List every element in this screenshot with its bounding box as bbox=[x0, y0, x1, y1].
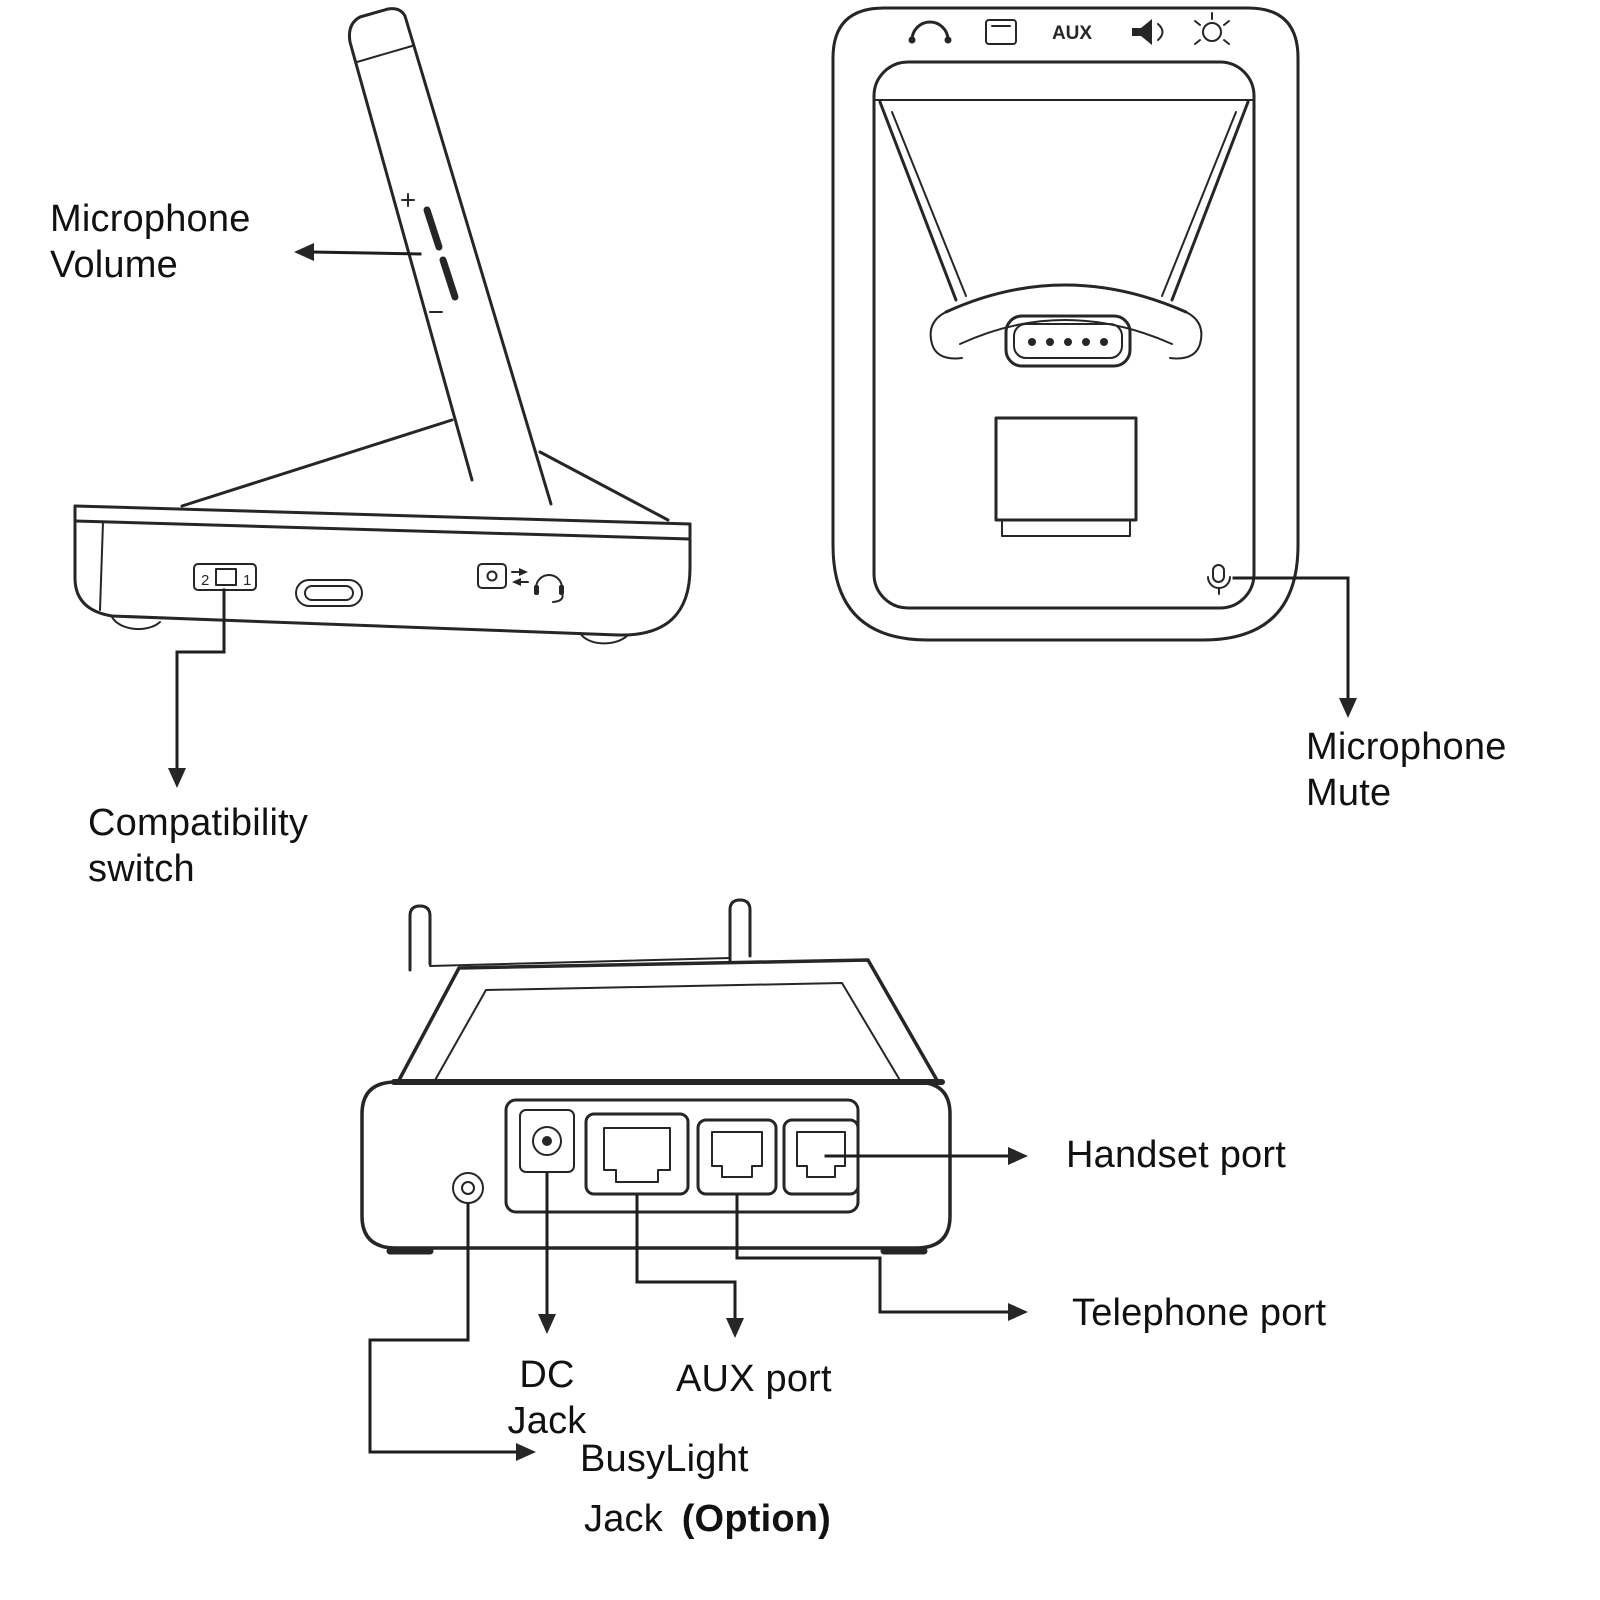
charging-contact-strip bbox=[1004, 314, 1132, 368]
arrowhead-right bbox=[1008, 1303, 1028, 1321]
arrowhead-right bbox=[1008, 1147, 1028, 1165]
label-dc-jack: DC Jack bbox=[492, 1352, 602, 1444]
microphone-volume-leader bbox=[294, 243, 422, 261]
rear-base-outline bbox=[360, 1080, 952, 1250]
cradle-arm-right bbox=[728, 898, 752, 964]
label-line: Microphone bbox=[50, 198, 251, 240]
handset-port-leader bbox=[824, 1147, 1028, 1165]
volume-down-key bbox=[439, 256, 459, 301]
cradle-arm-left bbox=[408, 904, 432, 972]
busylight-leader bbox=[368, 1202, 536, 1461]
arrowhead-down bbox=[168, 768, 186, 788]
label-line: Jack bbox=[507, 1400, 587, 1442]
compatibility-switch-leader bbox=[168, 588, 226, 788]
busylight-jack bbox=[452, 1172, 484, 1204]
cradle-hook-left bbox=[929, 311, 963, 360]
horn-right bbox=[1170, 100, 1250, 302]
swap-arrows-icon bbox=[511, 568, 529, 586]
microphone-mute-leader bbox=[1232, 576, 1357, 718]
label-line: Microphone bbox=[1306, 726, 1507, 768]
ringer-icon bbox=[1194, 12, 1230, 45]
compatibility-switch: 2 1 bbox=[193, 563, 257, 591]
horn-left bbox=[878, 100, 958, 302]
rear-view bbox=[360, 898, 1028, 1461]
label-line: switch bbox=[88, 848, 195, 890]
front-inner-shell bbox=[872, 60, 1256, 610]
cradle-hook-right bbox=[1169, 311, 1203, 360]
dc-jack bbox=[519, 1109, 575, 1173]
label-line: Compatibility bbox=[88, 802, 309, 844]
label-line: Mute bbox=[1306, 772, 1392, 814]
label-telephone-port: Telephone port bbox=[1072, 1292, 1327, 1334]
cradle-back-outer bbox=[396, 958, 940, 1084]
base-left-cap bbox=[99, 521, 104, 611]
base-foot-right bbox=[579, 632, 629, 645]
label-handset-port: Handset port bbox=[1066, 1134, 1286, 1176]
aux-port bbox=[584, 1112, 690, 1196]
switch-mark-1: 1 bbox=[243, 572, 251, 589]
desk-phone-icon bbox=[477, 563, 507, 589]
label-busylight-option: Jack (Option) bbox=[584, 1498, 832, 1540]
speaker-icon bbox=[1132, 19, 1164, 45]
label-compatibility-switch: Compatibility switch bbox=[88, 800, 308, 892]
side-view: 2 1 bbox=[73, 7, 692, 788]
phone-base-icon bbox=[985, 19, 1017, 45]
base-top-edge bbox=[73, 504, 692, 526]
horn-right-inner bbox=[1161, 111, 1237, 297]
base-body bbox=[73, 504, 692, 637]
dc-jack-leader bbox=[538, 1172, 556, 1334]
microphone-mute-icon bbox=[1207, 564, 1231, 595]
mic-arm-cap-seam bbox=[356, 45, 413, 63]
aux-icon: AUX bbox=[1052, 23, 1092, 44]
label-line: Volume bbox=[50, 244, 178, 286]
switch-mark-2: 2 bbox=[201, 572, 209, 589]
aux-port-leader bbox=[635, 1194, 744, 1338]
front-view: AUX bbox=[831, 6, 1357, 718]
base-front-edge bbox=[73, 519, 692, 541]
arrowhead-down bbox=[726, 1318, 744, 1338]
label-busylight: BusyLight bbox=[580, 1438, 749, 1480]
telephone-port bbox=[696, 1118, 778, 1196]
arrowhead-right bbox=[516, 1443, 536, 1461]
cradle-back-inner bbox=[433, 982, 902, 1083]
stand-hook-lip bbox=[1001, 519, 1131, 537]
label-line: DC bbox=[519, 1354, 575, 1396]
cradle-lower-arc bbox=[959, 319, 1173, 345]
cradle-upper-arc bbox=[944, 283, 1188, 314]
arrowhead-down bbox=[538, 1314, 556, 1334]
micro-usb-port bbox=[295, 579, 363, 607]
volume-up-key bbox=[423, 206, 443, 251]
horn-left-inner bbox=[891, 111, 967, 297]
label-microphone-volume: Microphone Volume bbox=[50, 196, 251, 288]
telephone-port-leader bbox=[735, 1194, 1028, 1321]
label-aux-port: AUX port bbox=[676, 1358, 832, 1400]
plus-mark bbox=[401, 193, 415, 207]
base-gusset-right bbox=[538, 450, 670, 522]
handset-icon bbox=[908, 20, 952, 44]
mic-arm-right-edge bbox=[348, 7, 553, 506]
cradle-top-bar bbox=[429, 957, 731, 967]
base-gusset-left bbox=[180, 418, 454, 508]
arrowhead-left bbox=[294, 243, 314, 261]
base-foot-left bbox=[111, 616, 161, 630]
stand-hook bbox=[994, 416, 1138, 522]
mic-arm-left-edge bbox=[348, 40, 474, 482]
front-body-outline bbox=[831, 6, 1300, 642]
label-microphone-mute: Microphone Mute bbox=[1306, 724, 1507, 816]
arrowhead-down bbox=[1339, 698, 1357, 718]
headset-icon bbox=[534, 574, 564, 603]
